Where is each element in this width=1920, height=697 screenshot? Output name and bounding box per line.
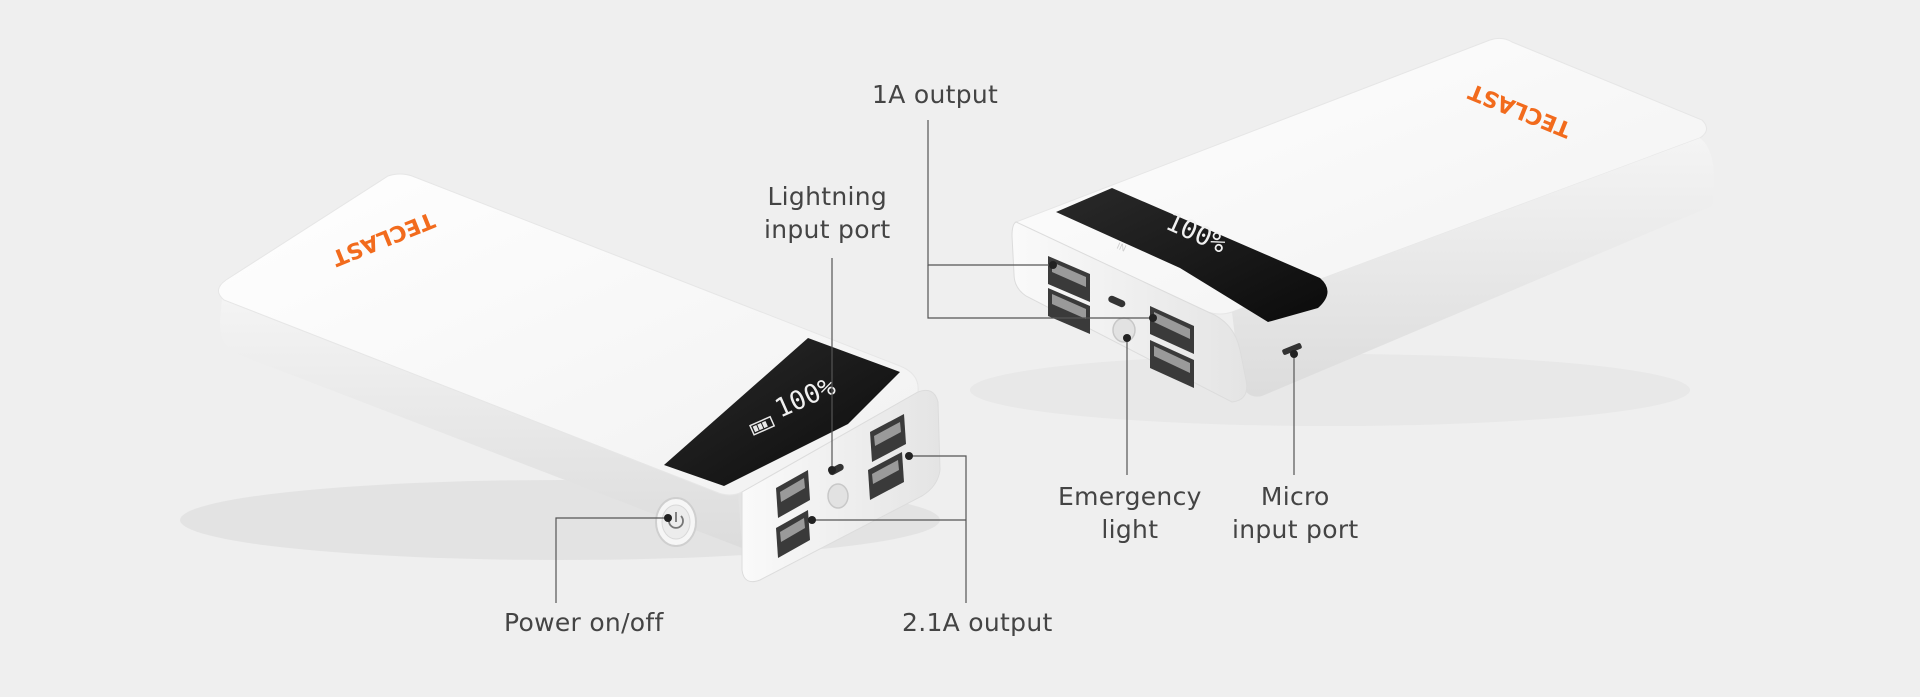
led-light-icon: [827, 483, 849, 509]
battery-level-icon: [749, 415, 776, 436]
callout-1a-text: 1A output: [872, 80, 999, 109]
usb-port-icon: [776, 510, 810, 558]
side-face: [220, 298, 742, 548]
callout-lightning-line2: input port: [764, 215, 891, 244]
shadow: [970, 354, 1690, 426]
power-bank-right: 100% IN TECLAST: [970, 37, 1715, 426]
callout-emergency-light: Emergency light: [1058, 480, 1202, 546]
callout-power-text: Power on/off: [504, 608, 664, 637]
callout-micro-line2: input port: [1232, 515, 1359, 544]
power-button[interactable]: [655, 497, 697, 547]
side-face: [1232, 138, 1715, 397]
callout-power: Power on/off: [504, 606, 664, 639]
callout-21a-output: 2.1A output: [902, 606, 1053, 639]
leader-power: [555, 517, 668, 603]
callout-micro-input: Micro input port: [1232, 480, 1359, 546]
callout-lightning-input: Lightning input port: [764, 180, 891, 246]
usb-port-icon: [1048, 256, 1090, 302]
leader-dots: [664, 261, 1298, 524]
leader-21a-top: [909, 455, 967, 603]
leader-lines: [555, 120, 1295, 603]
callout-1a-output: 1A output: [872, 78, 998, 111]
usb-port-icon: [1048, 288, 1090, 334]
callout-lightning-line1: Lightning: [767, 182, 888, 211]
port-mark: IN: [1115, 242, 1128, 255]
usb-port-icon: [1150, 306, 1194, 354]
callout-emergency-line1: Emergency: [1058, 482, 1202, 511]
callout-emergency-line2: light: [1101, 515, 1159, 544]
usb-port-icon: [776, 470, 810, 518]
power-bank-left: 100% TECLAST: [180, 173, 941, 583]
usb-port-icon: [868, 452, 904, 500]
display-panel: [1056, 188, 1328, 322]
usb-port-icon: [1150, 340, 1194, 388]
leader-1a-bottom: [927, 265, 1153, 319]
callout-micro-line1: Micro: [1260, 482, 1330, 511]
usb-port-icon: [870, 414, 906, 462]
callout-21a-text: 2.1A output: [902, 608, 1053, 637]
lightning-port-icon: [1108, 295, 1126, 308]
micro-usb-port-icon: [1282, 343, 1302, 355]
display-panel: [664, 338, 900, 486]
